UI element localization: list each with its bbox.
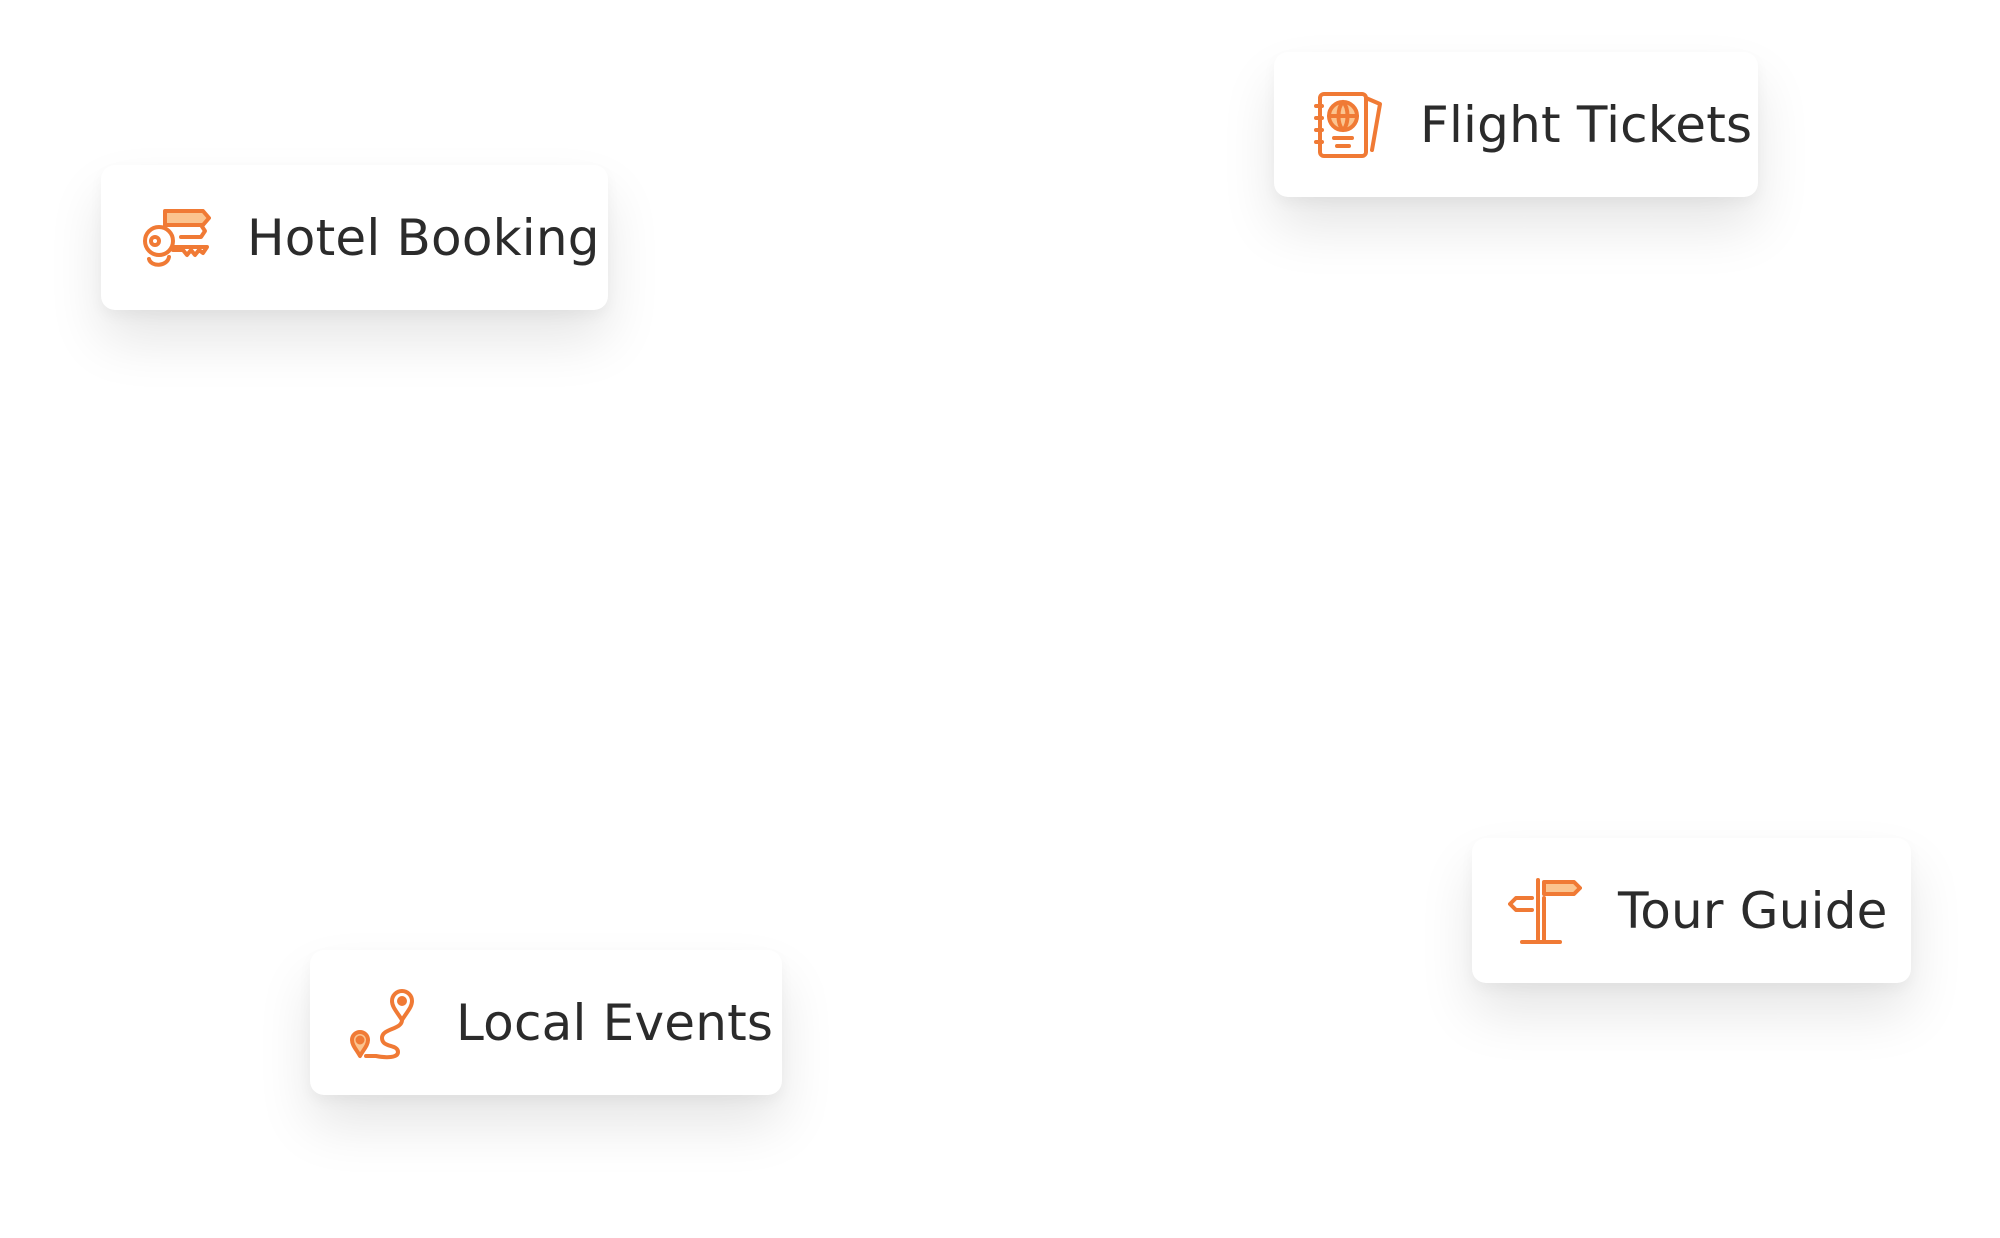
signpost-icon bbox=[1508, 874, 1582, 948]
route-map-icon bbox=[346, 986, 420, 1060]
hotel-booking-card[interactable]: Hotel Booking bbox=[101, 165, 608, 310]
local-events-card[interactable]: Local Events bbox=[310, 950, 782, 1095]
passport-icon bbox=[1310, 88, 1384, 162]
flight-tickets-label: Flight Tickets bbox=[1420, 95, 1753, 154]
flight-tickets-card[interactable]: Flight Tickets bbox=[1274, 52, 1758, 197]
local-events-label: Local Events bbox=[456, 993, 774, 1052]
tour-guide-card[interactable]: Tour Guide bbox=[1472, 838, 1911, 983]
hotel-booking-label: Hotel Booking bbox=[247, 208, 600, 267]
hotel-key-icon bbox=[137, 201, 211, 275]
tour-guide-label: Tour Guide bbox=[1618, 881, 1888, 940]
